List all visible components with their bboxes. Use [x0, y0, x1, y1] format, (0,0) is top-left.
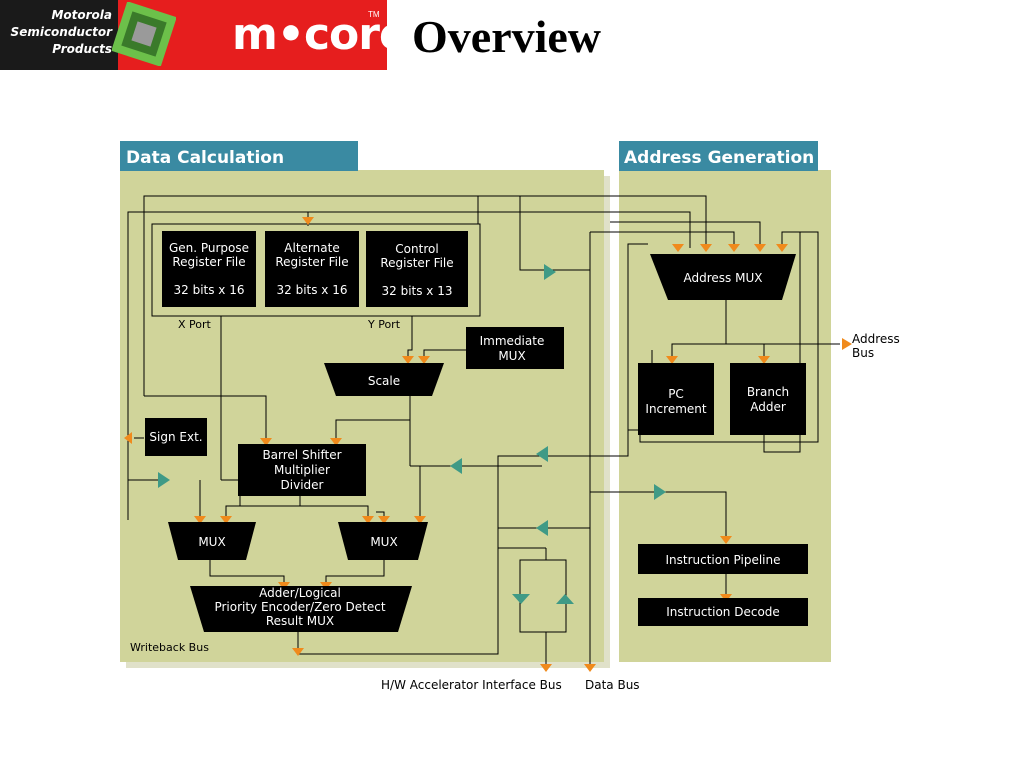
motorola-logo: Motorola Semiconductor Products: [0, 0, 118, 70]
imm-label-1: Immediate: [480, 334, 545, 348]
right-mux: MUX: [338, 522, 428, 560]
writeback-bus-label: Writeback Bus: [130, 641, 209, 654]
instruction-pipeline-block: Instruction Pipeline: [638, 544, 808, 574]
address-generation-title: Address Generation: [624, 148, 814, 168]
ctl-label-1: Control: [395, 242, 438, 256]
left-mux: MUX: [168, 522, 256, 560]
bus-wires: [127, 195, 840, 668]
ctl-label-2: Register File: [380, 256, 453, 270]
decode-label: Instruction Decode: [666, 605, 780, 619]
teal-arrows: [158, 264, 666, 604]
barrel-label-3: Divider: [281, 478, 324, 492]
control-register-file: Control Register File 32 bits x 13: [366, 231, 468, 307]
pc-label-1: PC: [668, 387, 684, 401]
hw-accelerator-bus-label: H/W Accelerator Interface Bus: [381, 678, 562, 692]
logo-line-semiconductor: Semiconductor: [10, 25, 112, 39]
data-bus-label: Data Bus: [585, 678, 640, 692]
ctl-label-3: 32 bits x 13: [382, 284, 453, 298]
branch-label-1: Branch: [747, 385, 789, 399]
page-title: Overview: [412, 11, 602, 62]
gpr-label-3: 32 bits x 16: [174, 283, 245, 297]
instruction-decode-block: Instruction Decode: [638, 598, 808, 626]
address-generation-tab: [619, 141, 818, 171]
address-mux: Address MUX: [650, 254, 796, 300]
address-bus-label-2: Bus: [852, 346, 874, 360]
logo-line-products: Products: [52, 42, 112, 56]
scale-label: Scale: [368, 374, 400, 388]
pc-increment-block: PC Increment: [638, 363, 714, 435]
left-mux-label: MUX: [198, 535, 225, 549]
chip-icon: [112, 2, 176, 66]
alternate-register-file: Alternate Register File 32 bits x 16: [265, 231, 359, 307]
logo-line-motorola: Motorola: [51, 8, 112, 22]
barrel-label-1: Barrel Shifter: [262, 448, 341, 462]
data-calculation-tab: [120, 141, 358, 171]
adder-logical-block: Adder/Logical Priority Encoder/Zero Dete…: [190, 586, 412, 632]
pipeline-label: Instruction Pipeline: [665, 553, 780, 567]
sign-ext-label: Sign Ext.: [149, 430, 202, 444]
adder-label-1: Adder/Logical: [259, 586, 341, 600]
barrel-label-2: Multiplier: [274, 463, 330, 477]
scale-block: Scale: [324, 363, 444, 396]
sign-ext-block: Sign Ext.: [145, 418, 207, 456]
immediate-mux: Immediate MUX: [466, 327, 564, 369]
trademark: TM: [368, 10, 380, 19]
data-calculation-title: Data Calculation: [126, 148, 284, 168]
gpr-label-1: Gen. Purpose: [169, 241, 249, 255]
branch-adder-block: Branch Adder: [730, 363, 806, 435]
alt-label-2: Register File: [275, 255, 348, 269]
y-port-label: Y Port: [367, 318, 401, 331]
orange-arrows: [124, 217, 852, 672]
imm-label-2: MUX: [498, 349, 525, 363]
branch-label-2: Adder: [750, 400, 786, 414]
barrel-shifter-block: Barrel Shifter Multiplier Divider: [238, 444, 366, 496]
x-port-label: X Port: [178, 318, 212, 331]
gpr-label-2: Register File: [172, 255, 245, 269]
adder-label-3: Result MUX: [266, 614, 334, 628]
address-bus-label-1: Address: [852, 332, 900, 346]
alt-label-1: Alternate: [284, 241, 339, 255]
address-mux-label: Address MUX: [684, 271, 763, 285]
adder-label-2: Priority Encoder/Zero Detect: [214, 600, 385, 614]
mcore-logo: m•core: [232, 9, 387, 60]
right-mux-label: MUX: [370, 535, 397, 549]
pc-label-2: Increment: [645, 402, 706, 416]
motorola-banner: Motorola Semiconductor Products m•core T…: [0, 0, 387, 70]
alt-label-3: 32 bits x 16: [277, 283, 348, 297]
gpr-register-file: Gen. Purpose Register File 32 bits x 16: [162, 231, 256, 307]
